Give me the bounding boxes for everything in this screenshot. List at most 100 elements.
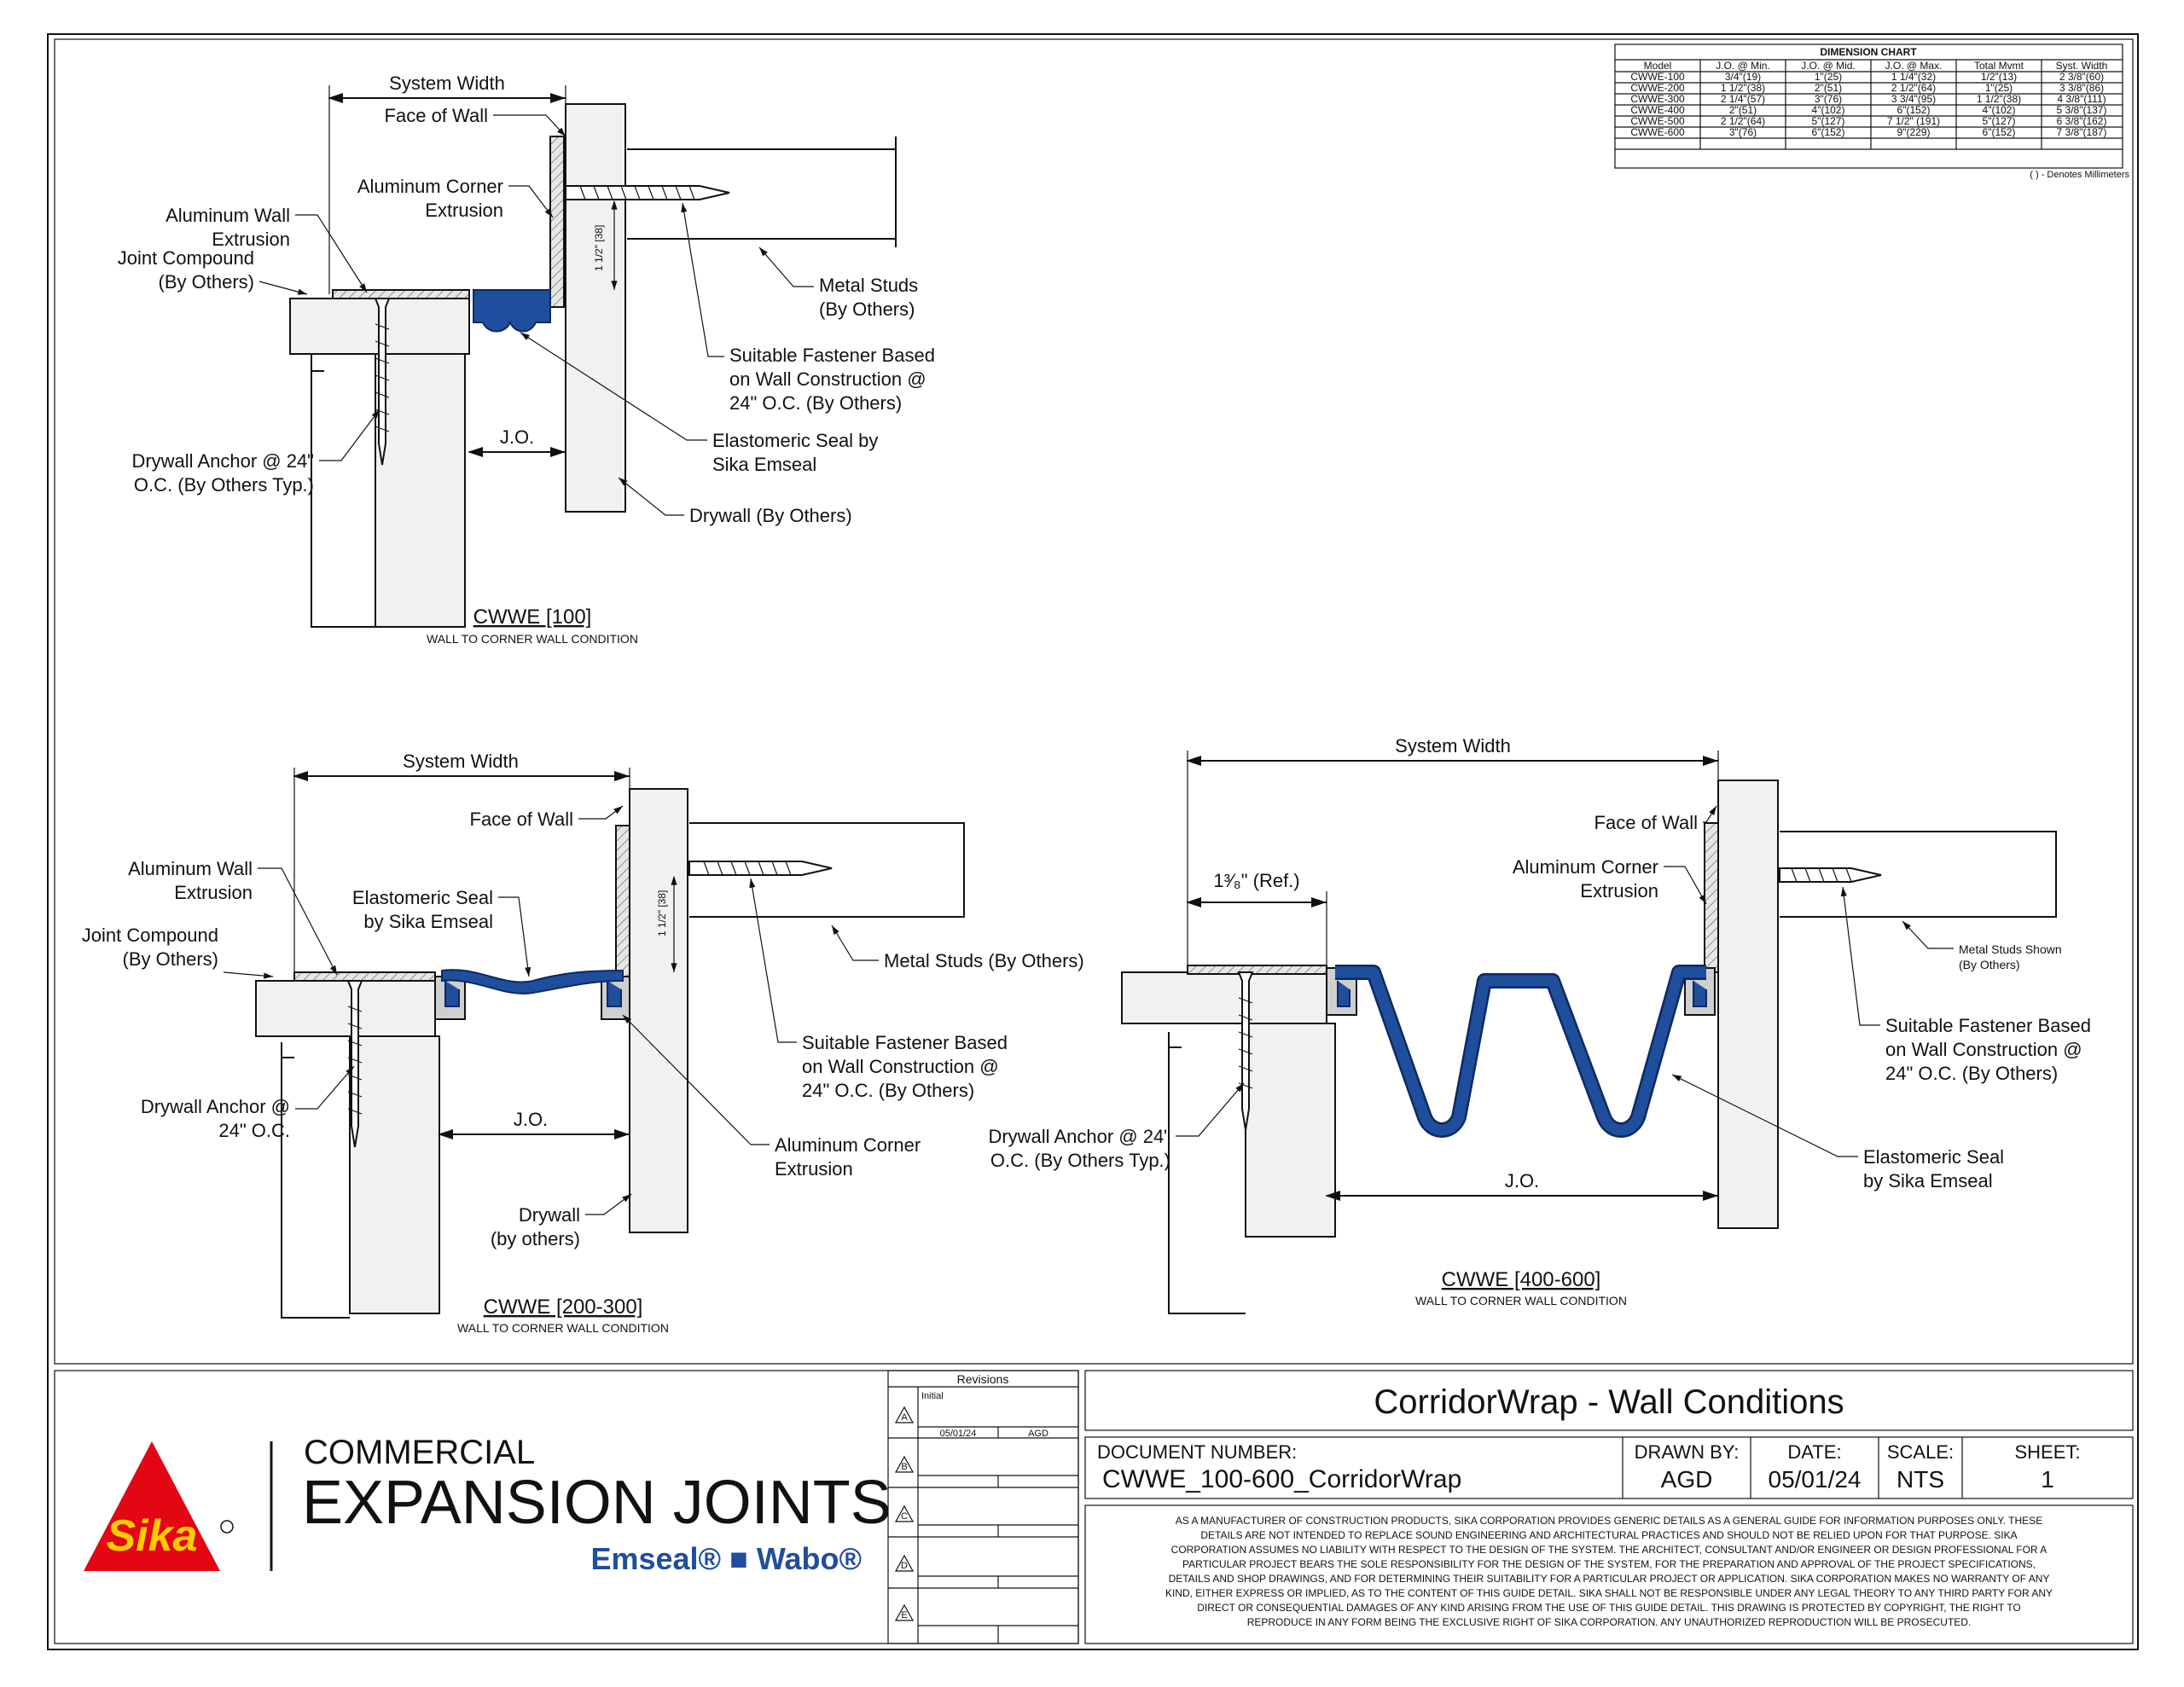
chart-cell: 1/2"(13) [1981,71,2017,83]
chart-header: J.O. @ Mid. [1801,60,1856,72]
label-alu-corner: Extrusion [1580,880,1658,901]
detail-title: CWWE [200-300] [484,1296,643,1319]
chart-cell: 9"(229) [1897,126,1931,138]
detail-cwwe-100: System Width Face of Wall Aluminum Corne… [118,72,935,646]
revisions-header: Revisions [957,1372,1009,1386]
sheet-value: 1 [2041,1466,2054,1493]
chart-header: J.O. @ Max. [1885,60,1943,72]
label-anchor: 24" O.C. [218,1120,290,1141]
label-jo: J.O. [500,426,534,448]
label-fastener: 24" O.C. (By Others) [729,392,902,414]
chart-cell: 2"(51) [1729,104,1757,116]
label-seal: by Sika Emseal [1863,1170,1993,1191]
drawn-by-label: DRAWN BY: [1635,1441,1740,1463]
chart-cell: 1 1/2"(38) [1977,93,2021,105]
revision-date: 05/01/24 [940,1429,977,1439]
label-anchor: O.C. (By Others Typ.) [990,1150,1170,1171]
label-fastener: on Wall Construction @ [729,368,926,390]
label-fastener: on Wall Construction @ [1885,1039,2082,1060]
disclaimer-line: DETAILS AND SHOP DRAWINGS, AND FOR DETER… [1169,1573,2050,1585]
label-joint-compound: (By Others) [159,271,254,293]
disclaimer-line: DETAILS ARE NOT INTENDED TO REPLACE SOUN… [1200,1529,2017,1541]
chart-cell: 4"(102) [1983,104,2016,116]
chart-header: J.O. @ Min. [1716,60,1770,72]
brand-line3: Emseal® ■ Wabo® [590,1541,862,1576]
label-anchor: O.C. (By Others Typ.) [134,474,314,496]
label-alu-corner: Aluminum Corner [1513,856,1658,878]
chart-note: ( ) - Denotes Millimeters [2030,170,2129,180]
label-jo: J.O. [514,1109,548,1130]
doc-number: CWWE_100-600_CorridorWrap [1102,1465,1461,1493]
label-fastener: on Wall Construction @ [802,1056,999,1077]
chart-cell: CWWE-300 [1630,93,1685,105]
label-metal-studs: Metal Studs Shown [1959,942,2062,956]
label-seal: Sika Emseal [712,454,816,475]
label-anchor: Drywall Anchor @ 24" [988,1126,1170,1147]
label-fastener: Suitable Fastener Based [802,1032,1008,1053]
chart-cell: 4 3/8"(111) [2057,93,2106,105]
title-block: Sika COMMERCIAL EXPANSION JOINTS Emseal®… [54,1370,2134,1644]
drawing-title: CorridorWrap - Wall Conditions [1374,1383,1844,1421]
doc-number-label: DOCUMENT NUMBER: [1097,1441,1297,1463]
revision-mark: B [901,1462,907,1472]
chart-cell: 6"(152) [1897,104,1931,116]
chart-title: DIMENSION CHART [1820,46,1917,58]
label-alu-corner: Aluminum Corner [775,1134,921,1156]
label-alu-wall: Extrusion [212,229,290,250]
chart-cell: CWWE-400 [1630,104,1685,116]
chart-cell: 7 1/2" (191) [1887,115,1940,127]
revision-label: Initial [921,1391,944,1401]
chart-header: Model [1644,60,1672,72]
label-system-width: System Width [1395,735,1511,757]
label-alu-corner: Extrusion [775,1158,853,1180]
label-ref-dim: 1³⁄₈" (Ref.) [1213,870,1299,891]
date-label: DATE: [1787,1441,1841,1463]
detail-subtitle: WALL TO CORNER WALL CONDITION [1415,1294,1627,1307]
label-seal: Elastomeric Seal [352,887,493,908]
label-drywall: Drywall [519,1204,580,1226]
chart-cell: 2 1/2"(64) [1891,82,1936,94]
label-anchor: Drywall Anchor @ [141,1096,290,1117]
chart-cell: 3"(76) [1729,126,1757,138]
disclaimer-line: REPRODUCE IN ANY FORM BEING THE EXCLUSIV… [1247,1616,1972,1628]
chart-cell: 6"(152) [1812,126,1845,138]
label-vertical-dim: 1 1/2" [38] [593,225,605,271]
drawing-border [54,38,2134,1365]
chart-cell: 6"(152) [1983,126,2016,138]
chart-cell: 3 3/8"(86) [2059,82,2104,94]
revision-mark: C [901,1511,908,1522]
chart-cell: 3/4"(19) [1725,71,1761,83]
label-system-width: System Width [403,751,519,772]
label-seal: by Sika Emseal [363,911,493,932]
chart-cell: CWWE-600 [1630,126,1685,138]
disclaimer-line: KIND, EITHER EXPRESS OR IMPLIED, AS TO T… [1165,1587,2053,1599]
chart-cell: 5"(127) [1812,115,1845,127]
label-face-of-wall: Face of Wall [385,105,488,126]
label-metal-studs: Metal Studs [819,275,918,296]
chart-cell: 2 1/4"(57) [1721,93,1765,105]
chart-cell: 1 1/2"(38) [1721,82,1765,94]
chart-cell: 5 3/8"(137) [2057,104,2107,116]
detail-cwwe-400-600: System Width 1³⁄₈" (Ref.) Face of Wall A… [988,735,2091,1314]
label-alu-wall: Aluminum Wall [128,858,253,879]
chart-header: Total Mvmt [1974,60,2024,72]
chart-cell: 7 3/8"(187) [2057,126,2107,138]
label-anchor: Drywall Anchor @ 24" [131,450,314,472]
label-joint-compound: (By Others) [123,948,218,970]
chart-cell: CWWE-500 [1630,115,1685,127]
chart-cell: 2 1/2"(64) [1721,115,1765,127]
label-jo: J.O. [1505,1170,1539,1191]
sika-logo: Sika [84,1441,234,1571]
disclaimer-line: PARTICULAR PROJECT BEARS THE SOLE RESPON… [1182,1558,2036,1570]
drawn-by: AGD [1661,1466,1713,1493]
chart-cell: 3"(76) [1815,93,1842,105]
revision-mark: E [901,1610,907,1620]
label-metal-studs: (By Others) [1959,958,2020,971]
label-alu-corner: Extrusion [425,200,503,221]
label-alu-wall: Aluminum Wall [166,205,290,226]
label-vertical-dim: 1 1/2" [38] [656,890,668,936]
scale-value: NTS [1896,1466,1944,1493]
chart-cell: 6 3/8"(162) [2057,115,2107,127]
chart-cell: 5"(127) [1983,115,2016,127]
